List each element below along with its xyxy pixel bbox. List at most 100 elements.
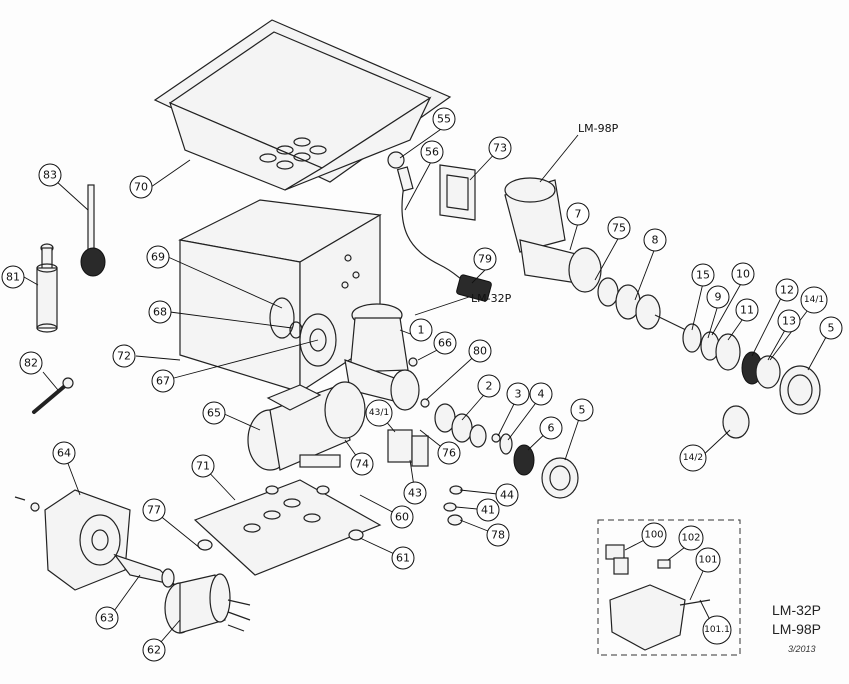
model-name-2: LM-98P bbox=[772, 621, 821, 637]
svg-text:75: 75 bbox=[612, 222, 626, 235]
cutting-set-large bbox=[682, 323, 821, 439]
electric-motor bbox=[247, 381, 366, 471]
callout-43: 43 bbox=[403, 481, 427, 505]
svg-text:9: 9 bbox=[715, 291, 722, 304]
power-cable bbox=[387, 151, 492, 302]
callout-41: 41 bbox=[476, 498, 500, 522]
callout-2: 2 bbox=[477, 374, 501, 398]
callout-12: 12 bbox=[775, 278, 799, 302]
callout-10: 10 bbox=[731, 262, 755, 286]
callout-44: 44 bbox=[495, 483, 519, 507]
svg-text:65: 65 bbox=[207, 407, 221, 420]
callout-73: 73 bbox=[488, 136, 512, 160]
svg-text:10: 10 bbox=[736, 268, 750, 281]
svg-text:3: 3 bbox=[515, 388, 522, 401]
callout-68: 68 bbox=[148, 300, 172, 324]
callout-56: 56 bbox=[420, 140, 444, 164]
callout-101-1: 101.1 bbox=[702, 615, 732, 645]
svg-text:5: 5 bbox=[828, 322, 835, 335]
foot-switch-group bbox=[597, 519, 741, 656]
svg-text:56: 56 bbox=[425, 146, 439, 159]
svg-text:79: 79 bbox=[478, 253, 492, 266]
svg-text:101: 101 bbox=[698, 555, 717, 566]
svg-text:77: 77 bbox=[147, 504, 161, 517]
svg-text:69: 69 bbox=[151, 251, 165, 264]
svg-text:101.1: 101.1 bbox=[704, 625, 730, 635]
callout-67: 67 bbox=[151, 369, 175, 393]
svg-text:63: 63 bbox=[100, 612, 114, 625]
svg-text:66: 66 bbox=[438, 337, 452, 350]
callout-64: 64 bbox=[52, 441, 76, 465]
callout-5-large: 5 bbox=[819, 316, 843, 340]
svg-text:100: 100 bbox=[644, 530, 663, 541]
svg-text:4: 4 bbox=[538, 388, 545, 401]
grinder-head-lm98p bbox=[504, 177, 602, 293]
food-pusher bbox=[36, 243, 58, 333]
callout-66: 66 bbox=[433, 331, 457, 355]
switch-block bbox=[387, 429, 429, 467]
callout-1: 1 bbox=[409, 318, 433, 342]
svg-text:102: 102 bbox=[681, 533, 700, 544]
cover-plate bbox=[439, 164, 476, 221]
callout-62: 62 bbox=[142, 638, 166, 662]
coupling bbox=[164, 573, 251, 634]
svg-text:14/2: 14/2 bbox=[683, 453, 703, 463]
svg-text:68: 68 bbox=[153, 306, 167, 319]
svg-text:8: 8 bbox=[652, 234, 659, 247]
hopper-holes bbox=[259, 137, 327, 170]
callout-77: 77 bbox=[142, 498, 166, 522]
callout-11: 11 bbox=[735, 298, 759, 322]
callout-102: 102 bbox=[678, 525, 704, 551]
callout-78: 78 bbox=[486, 523, 510, 547]
svg-text:7: 7 bbox=[575, 208, 582, 221]
callout-3: 3 bbox=[506, 382, 530, 406]
svg-text:13: 13 bbox=[782, 315, 796, 328]
base-plate bbox=[193, 479, 382, 576]
svg-text:73: 73 bbox=[493, 142, 507, 155]
callout-70: 70 bbox=[129, 175, 153, 199]
callout-69: 69 bbox=[146, 245, 170, 269]
model-name-1: LM-32P bbox=[772, 602, 821, 618]
callout-4: 4 bbox=[529, 382, 553, 406]
callout-63: 63 bbox=[95, 606, 119, 630]
svg-text:80: 80 bbox=[473, 345, 487, 358]
svg-text:41: 41 bbox=[481, 504, 495, 517]
svg-text:43: 43 bbox=[408, 487, 422, 500]
callout-65: 65 bbox=[202, 401, 226, 425]
label-lm32p-head: LM-32P bbox=[471, 292, 512, 305]
svg-text:15: 15 bbox=[696, 269, 710, 282]
callout-80: 80 bbox=[468, 339, 492, 363]
svg-text:74: 74 bbox=[355, 458, 369, 471]
foot-switch-frame bbox=[597, 519, 741, 656]
svg-text:12: 12 bbox=[780, 284, 794, 297]
svg-text:14/1: 14/1 bbox=[804, 295, 824, 305]
callout-14-2: 14/2 bbox=[679, 444, 707, 472]
callout-101: 101 bbox=[695, 547, 721, 573]
rubber-feet bbox=[197, 529, 364, 551]
svg-text:2: 2 bbox=[486, 380, 493, 393]
svg-text:70: 70 bbox=[134, 181, 148, 194]
callout-43-1: 43/1 bbox=[365, 399, 393, 427]
grinder-head-lm32p bbox=[344, 303, 420, 411]
svg-text:64: 64 bbox=[57, 447, 71, 460]
callout-60: 60 bbox=[390, 505, 414, 529]
svg-text:82: 82 bbox=[24, 357, 38, 370]
label-lm98p-head: LM-98P bbox=[578, 122, 619, 135]
svg-text:5: 5 bbox=[579, 404, 586, 417]
callout-14-1: 14/1 bbox=[800, 286, 828, 314]
svg-text:44: 44 bbox=[500, 489, 514, 502]
callout-6: 6 bbox=[539, 416, 563, 440]
cleaning-brush bbox=[80, 184, 106, 277]
callout-55: 55 bbox=[432, 107, 456, 131]
callout-75: 75 bbox=[607, 216, 631, 240]
svg-text:60: 60 bbox=[395, 511, 409, 524]
svg-text:81: 81 bbox=[6, 271, 20, 284]
svg-text:62: 62 bbox=[147, 644, 161, 657]
callout-83: 83 bbox=[38, 163, 62, 187]
svg-text:67: 67 bbox=[156, 375, 170, 388]
callout-81: 81 bbox=[1, 265, 25, 289]
svg-text:71: 71 bbox=[196, 460, 210, 473]
callout-72: 72 bbox=[112, 344, 136, 368]
